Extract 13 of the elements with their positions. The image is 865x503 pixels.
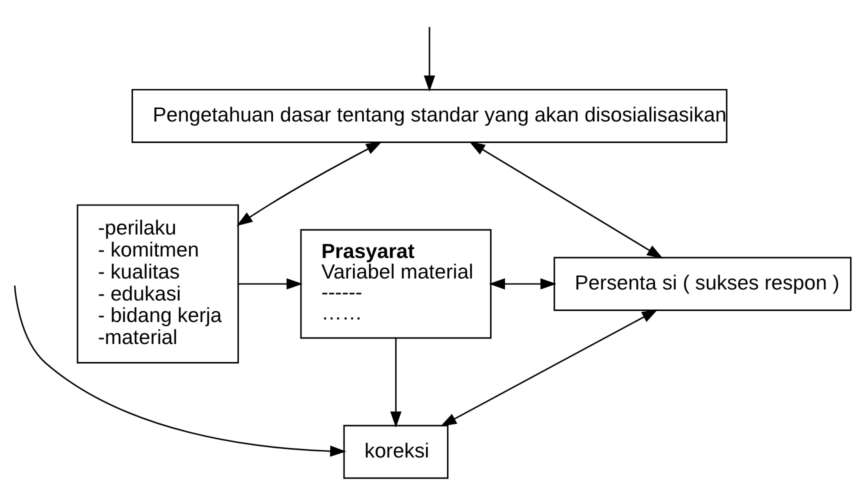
- node-box: Persenta si ( sukses respon ): [554, 256, 852, 310]
- node-box: -perilaku - komitmen - kualitas - edukasi - bidang kerja -material: [76, 204, 239, 364]
- node-box: koreksi: [343, 424, 448, 478]
- arrow: [469, 140, 664, 258]
- arrow: [236, 141, 382, 226]
- arrow: [238, 278, 303, 290]
- node-box: Pengetahuan dasar tentang standar yang akan disosialisasikan: [132, 88, 728, 142]
- arrow: [440, 308, 658, 426]
- arrow: [488, 278, 557, 290]
- node-box: Prasyarat Variabel material ------ ……: [300, 228, 492, 338]
- arrow: [390, 338, 402, 428]
- arrow: [424, 26, 436, 92]
- arrow: [14, 284, 346, 456]
